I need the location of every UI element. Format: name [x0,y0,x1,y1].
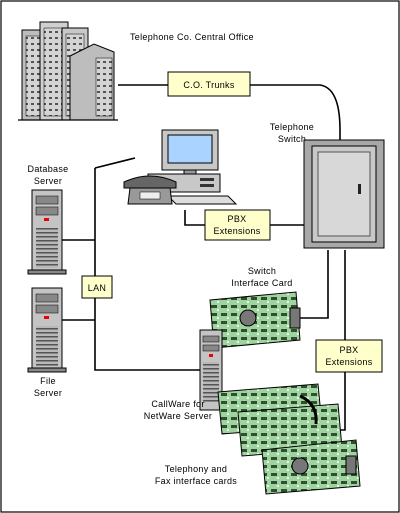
telephony-fax-cards-icon [217,383,361,495]
pbx-extensions-top-label-line1: PBX [228,214,247,224]
telephone-icon [123,175,177,205]
database-server-label-line2: Server [34,176,62,186]
file-server-icon [27,287,67,373]
telephony-cards-label-line2: Fax interface cards [155,476,237,486]
pbx-extensions-right-label-line2: Extensions [325,357,372,367]
pbx-extensions-top-label-line2: Extensions [213,226,260,236]
office-building-icon [18,21,118,121]
pbx-extensions-right-label-line1: PBX [340,345,359,355]
telephone-switch-label-line1: Telephone [270,122,314,132]
database-server-icon [27,189,67,275]
callware-label-line1: CallWare for [151,399,204,409]
switch-interface-card-label-line1: Switch [248,266,276,276]
telephone-switch-label-line2: Switch [278,134,306,144]
telephone-switch-icon [303,139,385,249]
telephony-cards-label-line1: Telephony and [165,464,227,474]
switch-interface-card-label-line2: Interface Card [231,278,292,288]
database-server-label-line1: Database [28,164,69,174]
central-office-label: Telephone Co. Central Office [130,32,254,42]
callware-server-icon [199,329,223,411]
pbx-extensions-top-box: PBX Extensions [204,209,271,241]
connection-lines [62,84,346,431]
co-trunks-box: C.O. Trunks [167,71,251,97]
co-trunks-label: C.O. Trunks [183,80,235,90]
switch-interface-card-icon [209,291,301,349]
lan-label: LAN [88,283,106,293]
callware-label-line2: NetWare Server [144,411,212,421]
lan-box: LAN [81,275,113,299]
file-server-label-line2: Server [34,388,62,398]
pbx-extensions-right-box: PBX Extensions [315,339,383,373]
file-server-label-line1: File [40,376,56,386]
